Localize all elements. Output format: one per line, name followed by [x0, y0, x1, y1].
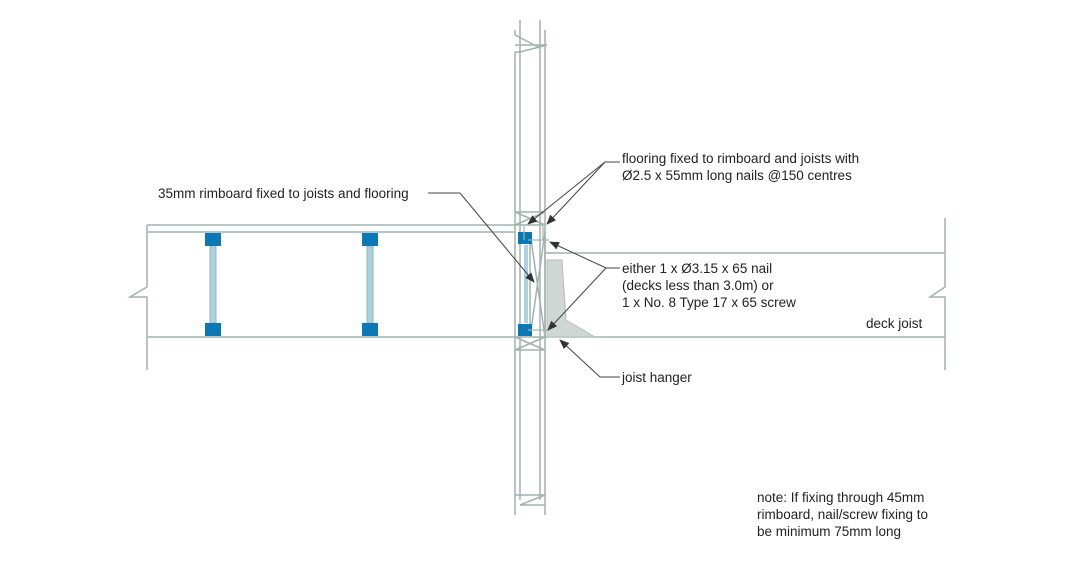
rimboard	[529, 231, 546, 338]
joist-hanger-label: joist hanger	[622, 370, 692, 385]
deck-joist	[545, 218, 946, 370]
label-line: 1 x No. 8 Type 17 x 65 screw	[622, 295, 796, 310]
label-line: be minimum 75mm long	[757, 524, 902, 539]
flooring-fixing-label: flooring fixed to rimboard and joists wi…	[622, 150, 859, 184]
label-line: note: If fixing through 45mm	[757, 490, 925, 505]
leader-lines	[428, 161, 620, 378]
label-line: (decks less than 3.0m) or	[622, 278, 774, 293]
rim-i-joist	[518, 232, 532, 336]
wall	[514, 20, 548, 515]
i-joist	[362, 233, 378, 336]
label-line: either 1 x Ø3.15 x 65 nail	[622, 261, 773, 276]
label-line: rimboard, nail/screw fixing to	[757, 507, 929, 522]
joist-hanger	[546, 259, 597, 338]
note-label: note: If fixing through 45mm rimboard, n…	[757, 489, 928, 540]
rimboard-label: 35mm rimboard fixed to joists and floori…	[158, 186, 409, 201]
i-joist	[205, 233, 221, 336]
label-line: flooring fixed to rimboard and joists wi…	[622, 151, 860, 166]
fixing-label: either 1 x Ø3.15 x 65 nail (decks less t…	[622, 260, 796, 311]
label-line: Ø2.5 x 55mm long nails @150 centres	[622, 168, 852, 183]
nails	[523, 226, 549, 331]
deck-joist-label: deck joist	[866, 316, 923, 331]
floor-cassette	[127, 224, 515, 370]
